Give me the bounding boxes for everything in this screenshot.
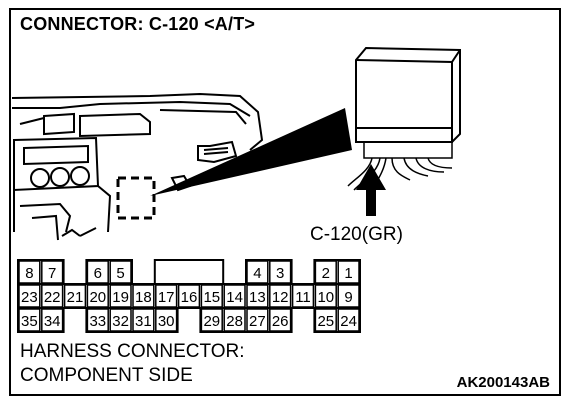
pin-label: 33 bbox=[89, 313, 106, 330]
pin-cell bbox=[337, 308, 360, 332]
pin-cell bbox=[132, 308, 155, 332]
pin-label: 23 bbox=[21, 289, 38, 306]
dashboard-outline bbox=[11, 92, 264, 241]
pin-cell bbox=[246, 308, 269, 332]
pin-label: 19 bbox=[112, 289, 129, 306]
pin-label: 22 bbox=[44, 289, 61, 306]
pin-label: 6 bbox=[94, 265, 102, 282]
pin-cell bbox=[269, 260, 292, 284]
pin-label: 5 bbox=[116, 265, 124, 282]
pin-block-frame bbox=[313, 259, 361, 285]
pin-cell bbox=[18, 308, 41, 332]
pin-block-frame bbox=[199, 307, 293, 333]
connector-location-box bbox=[116, 176, 156, 220]
pin-cell bbox=[18, 284, 41, 308]
pin-label: 18 bbox=[135, 289, 152, 306]
pin-block-frame bbox=[245, 259, 293, 285]
pin-block-frame bbox=[85, 259, 133, 285]
pin-label: 3 bbox=[276, 265, 284, 282]
caption-component-side: COMPONENT SIDE bbox=[20, 365, 193, 386]
pointer-wedge bbox=[150, 108, 352, 196]
pin-cell bbox=[109, 260, 132, 284]
pin-label: 16 bbox=[181, 289, 198, 306]
connector-label: C-120(GR) bbox=[310, 224, 403, 245]
pin-label: 32 bbox=[112, 313, 129, 330]
pin-cell bbox=[109, 284, 132, 308]
caption-harness-connector: HARNESS CONNECTOR: bbox=[20, 341, 245, 362]
pin-cell bbox=[132, 284, 155, 308]
pin-cell bbox=[337, 284, 360, 308]
pin-cell bbox=[314, 284, 337, 308]
pin-label: 27 bbox=[249, 313, 266, 330]
pin-label: 21 bbox=[67, 289, 84, 306]
pin-label: 26 bbox=[272, 313, 289, 330]
pin-label: 2 bbox=[322, 265, 330, 282]
arrow-up-icon bbox=[356, 164, 386, 216]
diagram-title: CONNECTOR: C-120 <A/T> bbox=[20, 14, 256, 34]
pin-label: 7 bbox=[48, 265, 56, 282]
pin-cell bbox=[223, 308, 246, 332]
pin-label: 34 bbox=[44, 313, 61, 330]
pin-label: 25 bbox=[317, 313, 334, 330]
pin-label: 24 bbox=[340, 313, 357, 330]
pin-label: 13 bbox=[249, 289, 266, 306]
pin-cell bbox=[109, 308, 132, 332]
pin-cell bbox=[314, 260, 337, 284]
pin-cell bbox=[337, 260, 360, 284]
pin-cell bbox=[41, 260, 64, 284]
pin-label: 8 bbox=[25, 265, 33, 282]
pin-cell bbox=[86, 308, 109, 332]
diagram-frame bbox=[9, 8, 561, 396]
figure-code: AK200143AB bbox=[456, 374, 550, 391]
pin-block-frame bbox=[17, 259, 65, 285]
pin-label: 17 bbox=[158, 289, 175, 306]
pin-key-frame bbox=[153, 259, 225, 285]
pin-cell bbox=[246, 284, 269, 308]
pin-block-frame bbox=[85, 307, 179, 333]
pin-cell bbox=[314, 308, 337, 332]
pin-cell bbox=[63, 284, 87, 308]
pin-block-frame bbox=[313, 307, 361, 333]
pin-label: 28 bbox=[226, 313, 243, 330]
pin-label: 30 bbox=[158, 313, 175, 330]
pin-label: 9 bbox=[344, 289, 352, 306]
pin-label: 12 bbox=[272, 289, 289, 306]
pin-label: 29 bbox=[203, 313, 220, 330]
pin-cell bbox=[269, 308, 292, 332]
pin-cell bbox=[223, 284, 246, 308]
pin-cell bbox=[18, 260, 41, 284]
pin-cell bbox=[41, 308, 64, 332]
pin-label: 20 bbox=[89, 289, 106, 306]
pin-cell bbox=[269, 284, 292, 308]
pin-label: 11 bbox=[295, 289, 311, 306]
pin-cell bbox=[41, 284, 64, 308]
pin-label: 35 bbox=[21, 313, 38, 330]
ecu-unit-icon bbox=[355, 46, 461, 143]
pin-cell bbox=[200, 284, 223, 308]
pin-cell bbox=[200, 308, 223, 332]
pin-label: 1 bbox=[344, 265, 352, 282]
pin-cell bbox=[86, 260, 109, 284]
pin-cell bbox=[155, 308, 178, 332]
pin-cell bbox=[246, 260, 269, 284]
pin-label: 10 bbox=[317, 289, 334, 306]
pin-block-frame bbox=[17, 307, 65, 333]
pin-cell bbox=[291, 284, 315, 308]
pin-label: 4 bbox=[253, 265, 261, 282]
pin-cell bbox=[86, 284, 109, 308]
pin-label: 15 bbox=[203, 289, 220, 306]
pin-cell bbox=[155, 284, 178, 308]
pin-label: 14 bbox=[226, 289, 243, 306]
pin-label: 31 bbox=[135, 313, 152, 330]
pin-cell bbox=[177, 284, 201, 308]
